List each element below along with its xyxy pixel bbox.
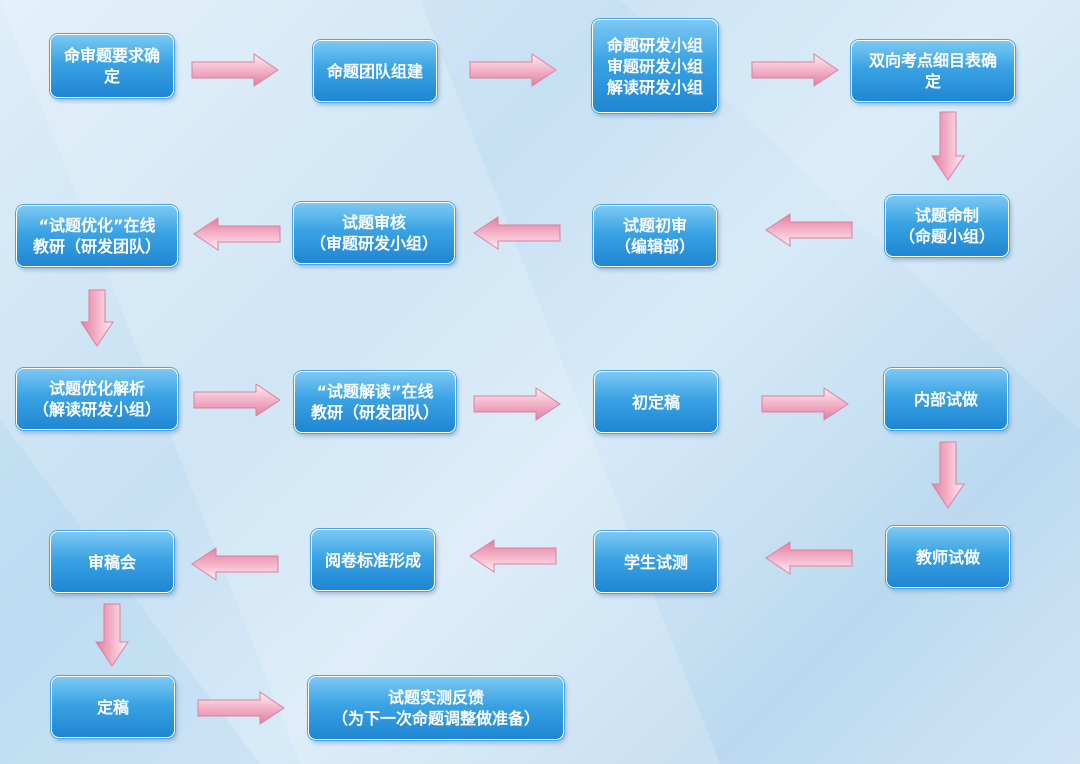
arrow-n8-to-n9	[80, 289, 114, 347]
arrow-n14-to-n15	[469, 539, 557, 573]
arrow-n1-to-n2	[191, 53, 279, 87]
node-label-line: 教师试做	[915, 547, 980, 567]
node-n2: 命题团队组建	[313, 40, 437, 102]
node-n8: “试题优化”在线教研（研发团队）	[16, 205, 178, 267]
node-label: 教师试做	[916, 547, 980, 568]
node-label: 试题初审 （编辑部）	[615, 215, 695, 257]
arrow-n3-to-n4	[751, 53, 839, 87]
node-label-line: （为下一次命题调整做准备）	[331, 709, 540, 728]
node-label: “试题解读”在线教研（研发团队）	[311, 381, 439, 423]
node-n3: 命题研发小组审题研发小组解读研发小组	[592, 19, 718, 113]
arrow-n6-to-n7	[473, 216, 561, 250]
node-label-line: 命题研发小组	[606, 35, 703, 55]
node-n10: “试题解读”在线教研（研发团队）	[294, 371, 456, 433]
node-label: 审稿会	[88, 552, 136, 573]
node-label-line: 命审题要求确	[63, 46, 160, 65]
node-n5: 试题命制 （命题小组）	[885, 195, 1009, 257]
node-n12: 内部试做	[884, 368, 1008, 430]
node-label: 初定稿	[632, 392, 680, 413]
node-label-line: 初定稿	[631, 392, 680, 412]
node-label: 阅卷标准形成	[325, 550, 421, 571]
node-label: 试题命制 （命题小组）	[899, 205, 995, 247]
arrow-n9-to-n10	[193, 383, 281, 417]
node-label-line: （解读研发小组）	[32, 400, 161, 419]
node-label-line: 定	[924, 72, 941, 91]
node-label-line: 试题优化解析	[48, 379, 145, 398]
arrow-n4-to-n5	[931, 111, 965, 181]
node-n15: 阅卷标准形成	[311, 529, 435, 591]
node-label-line: “试题优化”在线	[38, 216, 156, 235]
node-label-line: 双向考点细目表确	[868, 51, 997, 70]
node-n9: 试题优化解析 （解读研发小组）	[16, 368, 178, 430]
node-label: 定稿	[97, 697, 129, 718]
node-label: 命题研发小组审题研发小组解读研发小组	[607, 35, 703, 98]
node-n6: 试题初审 （编辑部）	[593, 205, 717, 267]
node-label: 双向考点细目表确定	[869, 50, 997, 92]
node-label-line: 定稿	[96, 697, 129, 717]
node-label: 试题实测反馈 （为下一次命题调整做准备）	[332, 687, 540, 729]
node-label-line: 学生试测	[623, 552, 688, 572]
node-label: “试题优化”在线教研（研发团队）	[33, 215, 161, 257]
node-label-line: “试题解读”在线	[316, 382, 434, 401]
node-n7: 试题审核 （审题研发小组）	[293, 202, 455, 264]
node-n4: 双向考点细目表确定	[851, 40, 1015, 102]
node-label: 学生试测	[624, 552, 688, 573]
node-label: 试题审核 （审题研发小组）	[310, 212, 438, 254]
node-label: 内部试做	[914, 389, 978, 410]
node-label-line: 教研（研发团队）	[310, 403, 439, 422]
node-n11: 初定稿	[594, 371, 718, 433]
arrow-n12-to-n13	[931, 441, 965, 509]
arrow-n7-to-n8	[193, 217, 281, 251]
node-n13: 教师试做	[886, 526, 1010, 588]
node-n14: 学生试测	[594, 531, 718, 593]
arrow-n10-to-n11	[473, 387, 561, 421]
node-label-line: 命题团队组建	[326, 61, 423, 81]
node-label-line: 审稿会	[87, 552, 136, 572]
arrow-n16-to-n17	[95, 603, 129, 667]
node-label: 命题团队组建	[327, 61, 423, 82]
node-label-line: （命题小组）	[898, 227, 995, 246]
node-label-line: 解读研发小组	[606, 77, 703, 97]
arrow-n17-to-n18	[197, 691, 285, 725]
node-n1: 命审题要求确定	[50, 34, 174, 98]
node-label-line: 试题初审	[622, 216, 687, 235]
arrow-n5-to-n6	[765, 213, 853, 247]
arrow-n13-to-n14	[765, 541, 853, 575]
node-label: 试题优化解析 （解读研发小组）	[33, 378, 161, 420]
node-label-line: 试题审核	[341, 213, 406, 232]
node-label-line: 试题命制	[914, 206, 979, 225]
node-n17: 定稿	[51, 676, 175, 738]
arrow-n2-to-n3	[469, 53, 557, 87]
node-label-line: 审题研发小组	[606, 56, 703, 76]
node-n16: 审稿会	[50, 531, 174, 593]
arrow-n15-to-n16	[191, 547, 279, 581]
node-n18: 试题实测反馈 （为下一次命题调整做准备）	[308, 676, 564, 740]
arrow-n11-to-n12	[761, 387, 849, 421]
node-label-line: 定	[103, 67, 120, 86]
node-label-line: 阅卷标准形成	[324, 550, 421, 570]
node-label-line: （审题研发小组）	[309, 234, 438, 253]
node-label-line: （编辑部）	[614, 237, 695, 256]
node-label-line: 内部试做	[913, 389, 978, 409]
node-label: 命审题要求确定	[64, 45, 160, 87]
node-label-line: 教研（研发团队）	[32, 237, 161, 256]
node-label-line: 试题实测反馈	[387, 688, 484, 707]
